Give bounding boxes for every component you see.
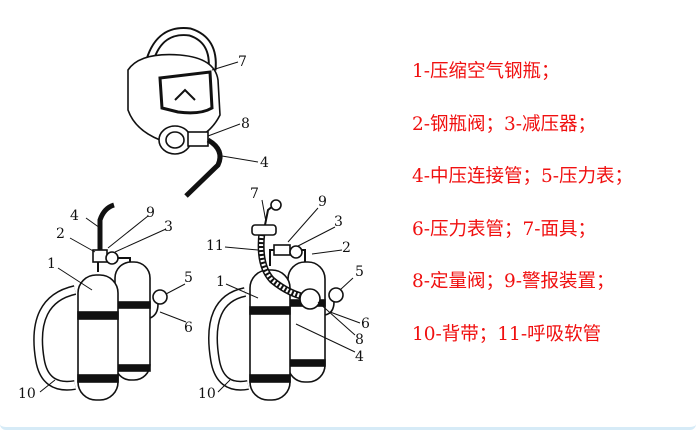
right-label-5: 5 (355, 264, 364, 280)
right-label-4: 4 (355, 349, 364, 365)
face-mask-drawing (127, 27, 259, 198)
legend-item: 1-压缩空气钢瓶； (412, 61, 560, 82)
left-label-3: 3 (164, 219, 173, 235)
left-label-10: 10 (18, 386, 36, 402)
right-label-3: 3 (334, 214, 343, 230)
left-label-5: 5 (184, 270, 193, 286)
left-label-9: 9 (146, 205, 155, 221)
right-label-6: 6 (361, 316, 370, 332)
legend-item: 10-背带；11-呼吸软管 (412, 323, 602, 345)
left-label-4: 4 (70, 208, 79, 224)
right-label-10: 10 (198, 386, 216, 402)
legend-item: 4-中压连接管；5-压力表； (412, 166, 634, 187)
mask-label-8: 8 (241, 116, 250, 132)
parts-legend: 1-压缩空气钢瓶； 2-钢瓶阀；3-减压器； 4-中压连接管；5-压力表； 6-… (412, 58, 633, 373)
right-label-9: 9 (318, 194, 327, 210)
left-label-1: 1 (47, 256, 56, 272)
left-apparatus-drawing (33, 202, 187, 401)
legend-item: 8-定量阀；9-警报装置； (412, 271, 615, 292)
left-label-2: 2 (56, 226, 65, 242)
right-label-2: 2 (342, 240, 351, 256)
right-label-1: 1 (216, 274, 225, 290)
legend-item: 2-钢瓶阀；3-减压器； (412, 113, 597, 135)
right-label-7: 7 (250, 186, 259, 202)
right-label-11: 11 (206, 238, 224, 254)
legend-item: 6-压力表管；7-面具； (412, 218, 597, 240)
right-apparatus-drawing (208, 199, 361, 401)
mask-label-4: 4 (260, 155, 269, 171)
right-label-8: 8 (355, 332, 364, 348)
mask-label-7: 7 (238, 54, 247, 70)
left-label-6: 6 (184, 320, 193, 336)
